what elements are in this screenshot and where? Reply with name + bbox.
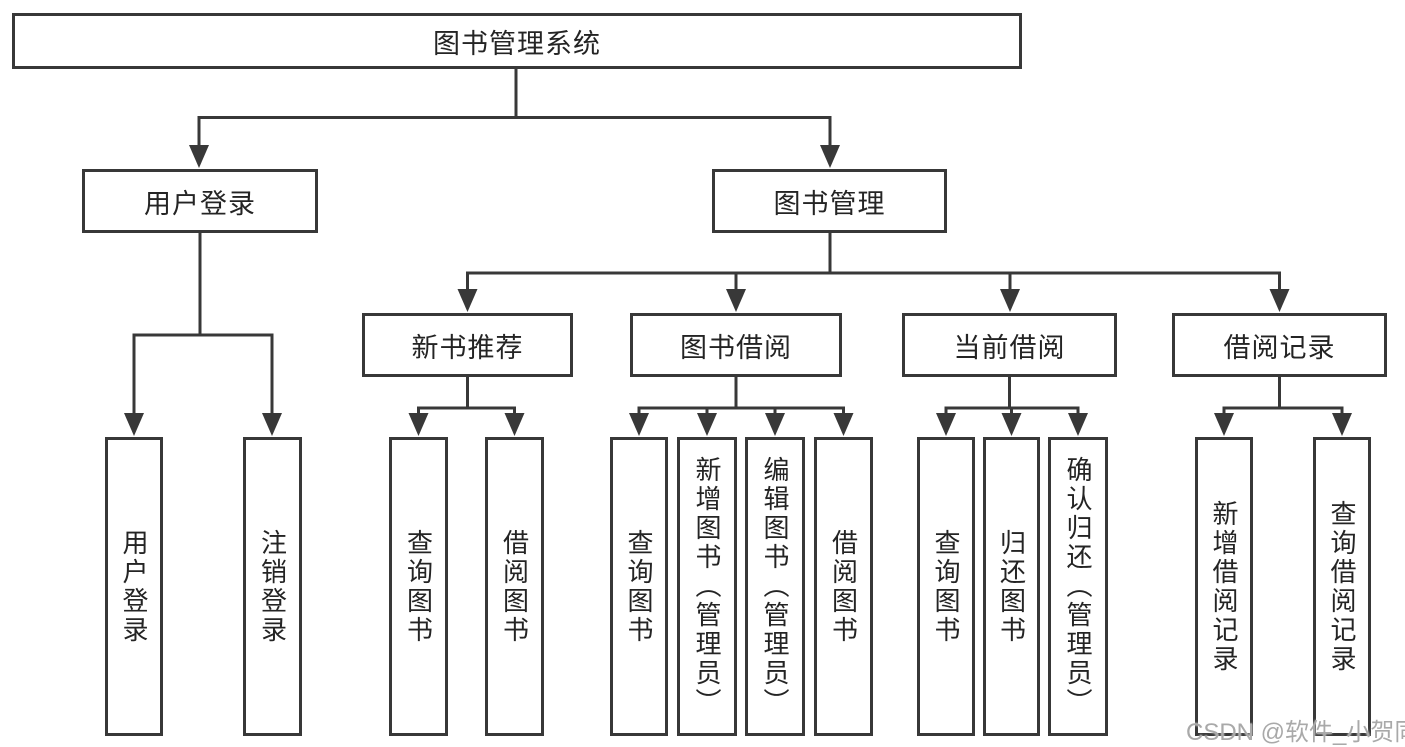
arrow-down-icon — [726, 289, 746, 312]
arrow-down-icon — [697, 413, 717, 436]
leaf-borrow-books: 借阅图书 — [485, 437, 544, 736]
node-current-borrowing: 当前借阅 — [902, 313, 1117, 377]
leaf-edit-books-admin: 编辑图书（管理员） — [745, 437, 805, 736]
arrow-down-icon — [1214, 413, 1234, 436]
arrow-down-icon — [408, 413, 429, 436]
node-label: 用户登录 — [144, 188, 256, 219]
node-label: 新书推荐 — [411, 332, 524, 363]
leaf-label: 查询借阅记录 — [1327, 499, 1357, 674]
arrow-down-icon — [1000, 289, 1020, 312]
arrow-down-icon — [189, 145, 209, 168]
leaf-confirm-return-admin: 确认归还（管理员） — [1048, 437, 1108, 736]
arrow-down-icon — [1269, 289, 1290, 312]
leaf-query-books: 查询图书 — [917, 437, 975, 736]
leaf-add-books-admin: 新增图书（管理员） — [677, 437, 737, 736]
leaf-query-borrow-record: 查询借阅记录 — [1313, 437, 1371, 736]
arrow-down-icon — [457, 289, 478, 312]
leaf-logout: 注销登录 — [243, 437, 302, 736]
arrow-down-icon — [629, 413, 649, 436]
node-label: 图书借阅 — [680, 332, 792, 363]
leaf-add-borrow-record: 新增借阅记录 — [1195, 437, 1253, 736]
leaf-borrow-books: 借阅图书 — [814, 437, 873, 736]
arrow-down-icon — [124, 413, 144, 436]
leaf-label: 借阅图书 — [499, 528, 530, 645]
leaf-label: 编辑图书（管理员） — [760, 456, 790, 717]
leaf-label: 确认归还（管理员） — [1063, 456, 1093, 717]
leaf-user-login: 用户登录 — [105, 437, 163, 736]
leaf-label: 新增图书（管理员） — [692, 456, 722, 717]
node-book-management: 图书管理 — [712, 169, 947, 233]
node-label: 当前借阅 — [953, 332, 1066, 363]
node-book-borrowing: 图书借阅 — [630, 313, 842, 377]
node-label: 图书管理 — [773, 188, 886, 219]
leaf-label: 借阅图书 — [828, 528, 859, 645]
node-new-book-recommend: 新书推荐 — [362, 313, 573, 377]
arrow-down-icon — [1068, 413, 1088, 436]
leaf-query-books: 查询图书 — [610, 437, 668, 736]
leaf-query-books: 查询图书 — [389, 437, 448, 736]
arrow-down-icon — [1332, 413, 1352, 436]
node-library-system: 图书管理系统 — [12, 13, 1022, 69]
leaf-label: 查询图书 — [624, 528, 654, 645]
node-user-login: 用户登录 — [82, 169, 318, 233]
node-borrowing-records: 借阅记录 — [1172, 313, 1387, 377]
arrow-down-icon — [833, 413, 854, 436]
arrow-down-icon — [765, 413, 785, 436]
node-label: 图书管理系统 — [433, 28, 601, 59]
node-label: 借阅记录 — [1223, 332, 1336, 363]
arrow-down-icon — [504, 413, 525, 436]
arrow-down-icon — [262, 413, 282, 436]
watermark-text: CSDN @软件_小贺同学 — [1186, 719, 1405, 746]
leaf-label: 新增借阅记录 — [1209, 499, 1239, 674]
leaf-label: 归还图书 — [996, 528, 1027, 645]
leaf-return-books: 归还图书 — [983, 437, 1040, 736]
arrow-down-icon — [820, 145, 840, 168]
leaf-label: 用户登录 — [119, 528, 149, 645]
leaf-label: 注销登录 — [257, 528, 288, 645]
arrow-down-icon — [1001, 413, 1022, 436]
leaf-label: 查询图书 — [403, 528, 434, 645]
leaf-label: 查询图书 — [931, 528, 961, 645]
arrow-down-icon — [936, 413, 956, 436]
